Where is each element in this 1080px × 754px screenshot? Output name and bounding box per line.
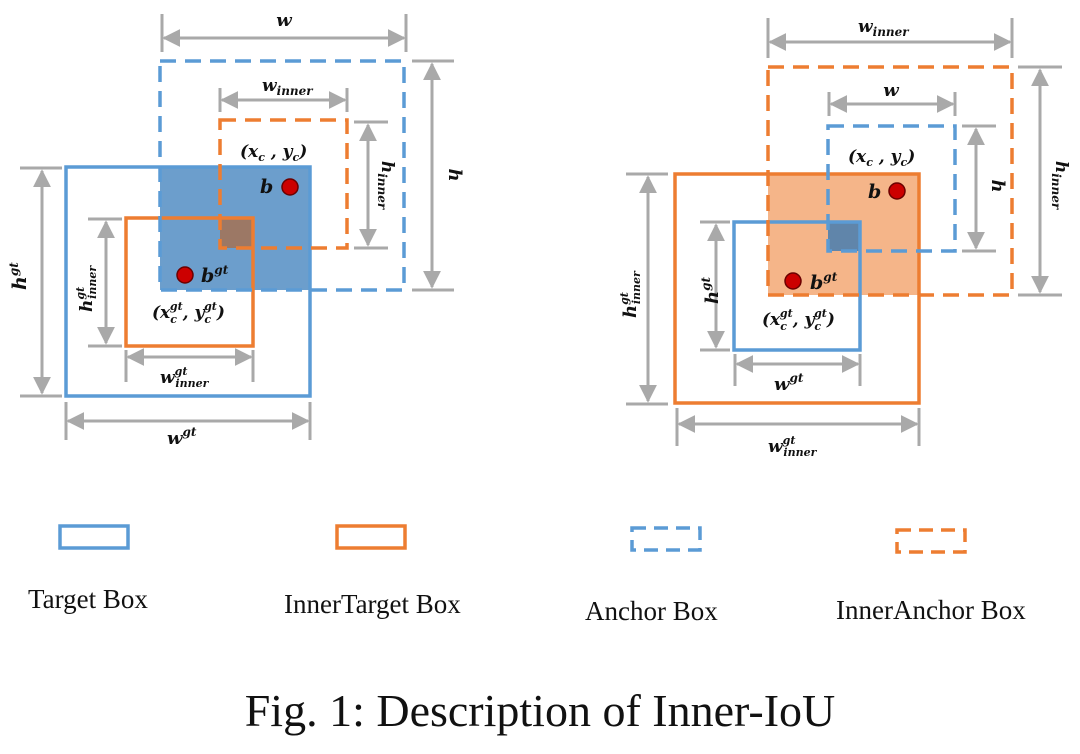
- right-wgt-label: wgt: [774, 371, 804, 395]
- left-target-center-point: [176, 266, 194, 284]
- right-inner-anchor-box: [766, 65, 1014, 297]
- right-anchor-center-coord: (xc , yc): [848, 147, 915, 169]
- right-bgt-label: bgt: [810, 270, 838, 294]
- right-target-box: [732, 220, 862, 352]
- right-b-label: b: [868, 181, 881, 203]
- left-inner-anchor-box: [218, 118, 349, 250]
- left-target-center-coord: (xcgt, ycgt): [152, 300, 225, 326]
- right-anchor-box: [826, 124, 957, 253]
- left-anchor-center-point: [281, 178, 299, 196]
- right-h-inner-label: hinner: [1049, 161, 1071, 211]
- right-h-label: h: [987, 179, 1008, 192]
- right-w-inner-label: winner: [858, 17, 910, 39]
- left-hgt-inner-label: hgtinner: [74, 265, 99, 312]
- right-target-center-point: [784, 272, 802, 290]
- legend-anchor-label: Anchor Box: [585, 596, 718, 626]
- right-target-center-coord: (xcgt, ycgt): [762, 307, 835, 333]
- legend-inner-anchor-swatch: [895, 528, 967, 554]
- figure-caption: Fig. 1: Description of Inner-IoU: [245, 685, 836, 736]
- left-bgt-label: bgt: [201, 263, 229, 287]
- left-h-inner-label: hinner: [375, 161, 397, 211]
- right-diagram: winner w h hinner (xc , yc) b bgt (xcgt,…: [618, 17, 1071, 459]
- left-b-label: b: [260, 176, 273, 198]
- legend-target-swatch: [58, 524, 130, 550]
- right-w-label: w: [883, 80, 900, 101]
- right-hgt-inner-label: hgtinner: [618, 270, 643, 318]
- right-anchor-center-point: [888, 182, 906, 200]
- left-wgt-label: wgt: [167, 425, 197, 449]
- right-inner-overlap-fill: [828, 222, 860, 251]
- legend-inner-target-swatch: [335, 524, 407, 550]
- left-target-box: [64, 165, 312, 398]
- left-hgt-label: hgt: [7, 262, 31, 290]
- left-diagram: w winner h hinner (xc , yc) b bgt (xcgt,…: [7, 10, 465, 449]
- left-inner-overlap-fill: [220, 218, 253, 248]
- left-h-label: h: [444, 168, 465, 181]
- legend-target-label: Target Box: [28, 584, 148, 614]
- right-inner-target-box: [673, 172, 921, 405]
- legend: Target Box InnerTarget Box Anchor Box In…: [28, 524, 1026, 626]
- left-anchor-box: [158, 59, 406, 292]
- left-w-label: w: [276, 10, 293, 31]
- left-inner-target-box: [124, 216, 255, 348]
- legend-anchor-swatch: [630, 526, 702, 552]
- legend-inner-anchor-label: InnerAnchor Box: [836, 595, 1026, 625]
- right-hgt-label: hgt: [699, 277, 723, 304]
- left-anchor-center-coord: (xc , yc): [240, 142, 307, 164]
- legend-inner-target-label: InnerTarget Box: [284, 589, 461, 619]
- left-w-inner-label: winner: [262, 76, 314, 98]
